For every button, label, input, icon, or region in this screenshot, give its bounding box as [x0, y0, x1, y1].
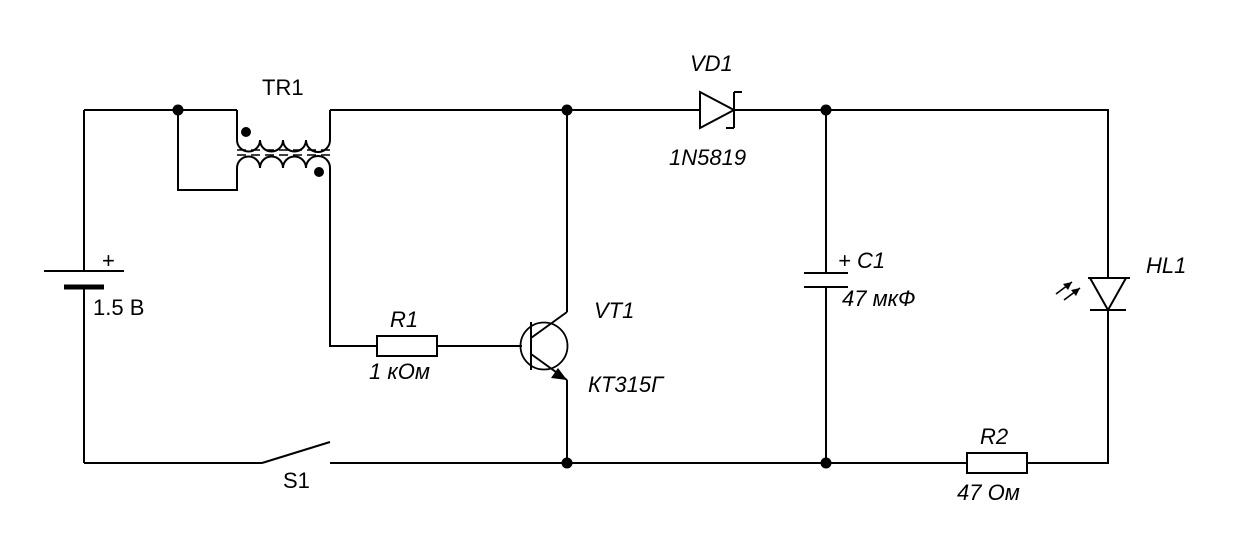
- battery-plus-label: +: [102, 248, 115, 273]
- junction-dot: [172, 104, 184, 116]
- r1-value-label: 1 кОм: [369, 359, 430, 384]
- switch-ref-label: S1: [283, 468, 310, 493]
- battery-symbol: + 1.5 В: [44, 248, 144, 320]
- junction-dot: [561, 104, 573, 116]
- switch-symbol: S1: [261, 441, 331, 493]
- capacitor-symbol: + C1 47 мкФ: [804, 248, 916, 311]
- capacitor-plus-label: +: [838, 248, 851, 273]
- transistor-value-label: КТ315Г: [588, 372, 665, 397]
- junction-dot: [561, 457, 573, 469]
- junction-dot: [820, 457, 832, 469]
- wires: [83, 109, 1109, 464]
- capacitor-ref-label: C1: [857, 248, 885, 273]
- winding-start-dot: [241, 127, 251, 137]
- transistor-symbol: VT1 КТ315Г: [519, 298, 665, 397]
- emitter-arrow: [551, 368, 567, 380]
- light-emission-arrows: [1055, 281, 1081, 301]
- r2-ref-label: R2: [980, 424, 1008, 449]
- r1-ref-label: R1: [390, 307, 418, 332]
- led-ref-label: HL1: [1146, 253, 1186, 278]
- junction-dot: [820, 104, 832, 116]
- diode-value-label: 1N5819: [669, 145, 746, 170]
- r2-value-label: 47 Ом: [957, 480, 1020, 505]
- transformer-primary-winding: [236, 110, 331, 153]
- winding-start-dot: [314, 167, 324, 177]
- resistor-r2-symbol: R2 47 Ом: [957, 424, 1028, 505]
- diode-symbol: VD1 1N5819: [669, 51, 746, 170]
- transformer-symbol: TR1: [236, 75, 331, 190]
- capacitor-value-label: 47 мкФ: [842, 286, 916, 311]
- junctions: [172, 104, 832, 469]
- transistor-ref-label: VT1: [594, 298, 634, 323]
- transformer-secondary-winding: [236, 155, 331, 190]
- led-symbol: HL1: [1055, 253, 1186, 313]
- resistor-r1-symbol: R1 1 кОм: [369, 307, 438, 384]
- diode-ref-label: VD1: [690, 51, 733, 76]
- battery-value-label: 1.5 В: [93, 295, 144, 320]
- wire-led-down: [1027, 310, 1109, 464]
- wire-secondary-to-r1: [329, 168, 377, 347]
- transformer-ref-label: TR1: [262, 75, 304, 100]
- wire-top-right: [734, 109, 1109, 278]
- transformer-core: [237, 149, 330, 156]
- wire-secondary-loop: [177, 110, 238, 191]
